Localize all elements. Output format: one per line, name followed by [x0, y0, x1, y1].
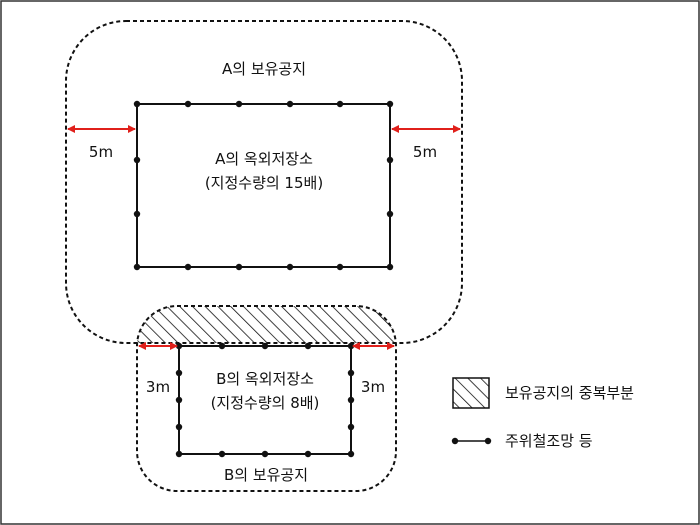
area-a-label: A의 보유공지	[222, 60, 306, 78]
clearance-area-a	[65, 20, 463, 344]
clearance-a-right-label: 5m	[413, 143, 437, 161]
legend-fence-post-left	[451, 437, 459, 445]
fence-post-b-12	[347, 369, 355, 377]
fence-post-a-16	[386, 210, 394, 218]
storage-a-fence-posts	[133, 100, 394, 271]
fence-post-b-8	[304, 450, 312, 458]
fence-post-b-16	[347, 423, 355, 431]
fence-post-a-8	[286, 263, 294, 271]
area-b-label: B의 보유공지	[224, 466, 308, 484]
fence-post-a-12	[386, 263, 394, 271]
fence-post-a-2	[133, 263, 141, 271]
fence-post-b-4	[218, 450, 226, 458]
storage-b-subtitle: (지정수량의 8배)	[211, 394, 320, 412]
fence-post-a-6	[235, 263, 243, 271]
fence-post-b-6	[261, 450, 269, 458]
legend-fence-label: 주위철조망 등	[505, 432, 593, 450]
fence-post-a-10	[336, 263, 344, 271]
fence-post-b-11	[175, 369, 183, 377]
clearance-b-right-label: 3m	[361, 378, 385, 396]
fence-post-a-14	[386, 156, 394, 164]
storage-a-fence	[136, 103, 391, 268]
fence-post-b-14	[347, 396, 355, 404]
fence-post-b-5	[261, 342, 269, 350]
fence-post-b-10	[347, 450, 355, 458]
fence-post-a-13	[133, 156, 141, 164]
fence-post-a-15	[133, 210, 141, 218]
fence-post-a-4	[184, 263, 192, 271]
clearance-area-b	[136, 305, 397, 492]
fence-post-b-3	[218, 342, 226, 350]
fence-post-b-2	[175, 450, 183, 458]
legend-hatch-swatch	[452, 377, 490, 409]
fence-post-a-1	[133, 100, 141, 108]
fence-post-a-3	[184, 100, 192, 108]
clearance-a-left-label: 5m	[89, 143, 113, 161]
fence-post-a-7	[286, 100, 294, 108]
fence-post-b-13	[175, 396, 183, 404]
legend-fence-post-right	[484, 437, 492, 445]
storage-b-title: B의 옥외저장소	[216, 370, 314, 388]
fence-post-b-15	[175, 423, 183, 431]
storage-a-title: A의 옥외저장소	[215, 150, 313, 168]
fence-post-a-9	[336, 100, 344, 108]
storage-a-subtitle: (지정수량의 15배)	[205, 174, 323, 192]
fence-post-a-11	[386, 100, 394, 108]
clearance-b-left-label: 3m	[146, 378, 170, 396]
fence-post-a-5	[235, 100, 243, 108]
fence-post-b-7	[304, 342, 312, 350]
legend-overlap-label: 보유공지의 중복부분	[505, 384, 634, 402]
